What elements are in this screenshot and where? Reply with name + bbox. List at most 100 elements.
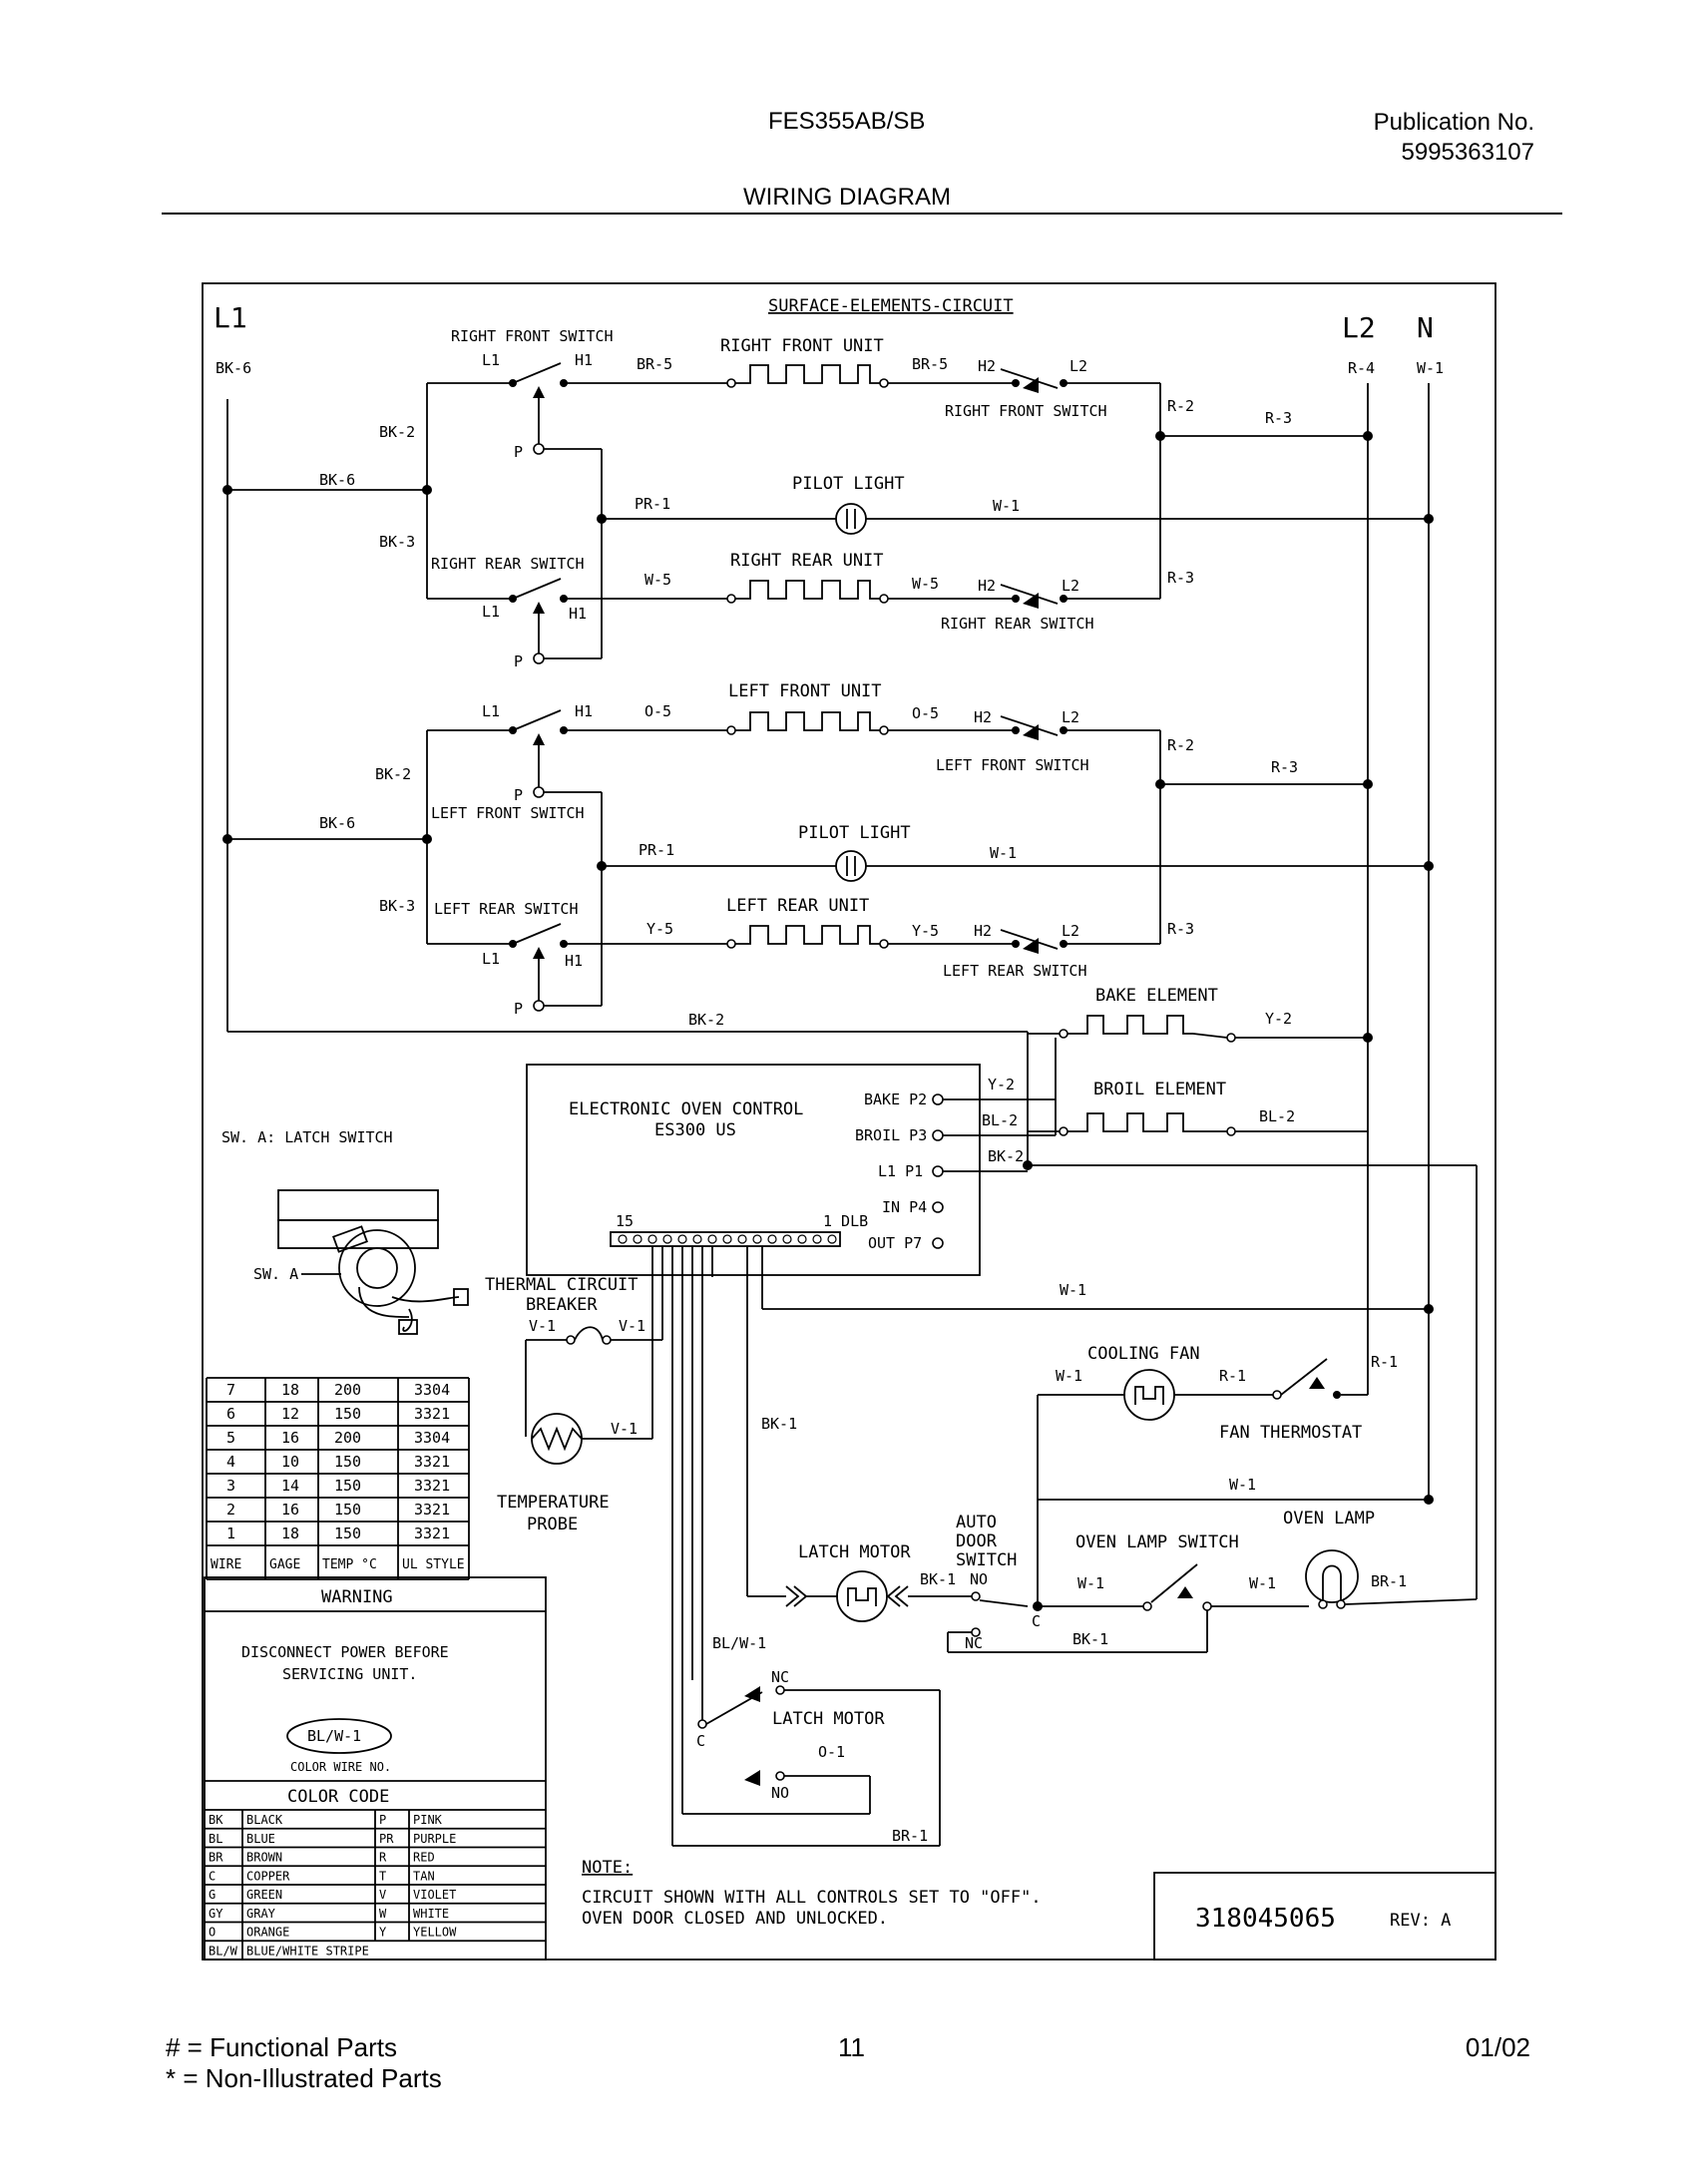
left-rear-unit-element [564, 925, 1016, 949]
eoc-pin-broil: BROIL P3 [855, 1126, 927, 1144]
wire-table-cell: 5 [226, 1429, 235, 1447]
fan-thermostat [1272, 1122, 1369, 1400]
right-front-switch [509, 362, 603, 658]
color-code-cell: BL [209, 1832, 222, 1846]
warning-line-1: DISCONNECT POWER BEFORE [241, 1643, 449, 1661]
part-number: 318045065 [1195, 1904, 1336, 1934]
l1-label: L1 [214, 301, 247, 334]
wire-label: R-2 [1167, 736, 1194, 754]
wire-label: BK-6 [319, 814, 355, 832]
cooling-fan-label: COOLING FAN [1087, 1344, 1200, 1364]
pin-label: L1 [482, 950, 500, 968]
right-surface-group: BK-6 BK-2 BK-3 RIGHT FRONT SWITCH L1 H1 … [222, 327, 1434, 670]
pin-label: NC [965, 1634, 983, 1652]
pin-label: L1 [482, 351, 500, 369]
thermal-breaker-label-2: BREAKER [526, 1295, 598, 1315]
pin-label: H1 [565, 952, 583, 970]
color-wire-bubble: BL/W-1 [307, 1727, 361, 1745]
wire-table-cell: 3321 [414, 1501, 450, 1519]
left-rear-infinite-switch [1000, 929, 1160, 954]
wire-label: W-1 [1077, 1574, 1104, 1592]
wire-label: BL-2 [1259, 1107, 1295, 1125]
diagram-border [202, 282, 1496, 1961]
eoc-connector-15: 15 [616, 1212, 634, 1230]
pin-label: H2 [978, 577, 996, 595]
pin-label: H2 [974, 708, 992, 726]
wire-label: W-5 [644, 571, 671, 589]
color-code-cell: VIOLET [413, 1888, 456, 1902]
wire-label: R-3 [1271, 758, 1298, 776]
wire-label: W-1 [990, 844, 1017, 862]
wire-label: W-1 [1229, 1476, 1256, 1494]
wire-label: W-1 [1249, 1574, 1276, 1592]
color-code-cell: V [379, 1888, 386, 1902]
left-front-switch [509, 709, 603, 1006]
eoc-pin-bake: BAKE P2 [864, 1091, 927, 1108]
wire-table-cell: 3 [226, 1477, 235, 1495]
eoc-pin-l1: L1 P1 [878, 1162, 923, 1180]
color-code-cell: G [209, 1888, 215, 1902]
pin-label: L2 [1062, 577, 1079, 595]
part-number-box: 318045065 REV: A [1153, 1872, 1496, 1961]
latch-motor-label: LATCH MOTOR [798, 1542, 911, 1562]
oven-lamp-label: OVEN LAMP [1283, 1509, 1375, 1528]
wire-label: BR-5 [637, 355, 672, 373]
latch-motor-switch [672, 1685, 941, 1847]
wire-table-cell: 3321 [414, 1525, 450, 1542]
left-front-switch-label: LEFT FRONT SWITCH [431, 804, 585, 822]
wire-label: O-5 [644, 702, 671, 720]
eoc-pin-in: IN P4 [882, 1198, 927, 1216]
wire-table-cell: 3321 [414, 1453, 450, 1471]
color-code-title: COLOR CODE [287, 1787, 389, 1807]
wire-table-cell: 14 [281, 1477, 299, 1495]
left-rear-unit-label: LEFT REAR UNIT [726, 896, 869, 916]
wire-label: W-1 [1417, 359, 1444, 377]
wire-label: BK-1 [920, 1570, 956, 1588]
wire-label: Y-2 [1265, 1010, 1292, 1028]
wire-table-cell: 10 [281, 1453, 299, 1471]
wire-label: R-2 [1167, 397, 1194, 415]
color-code-cell: BLUE [246, 1832, 275, 1846]
temperature-probe [531, 1300, 653, 1465]
pin-label: C [1032, 1612, 1041, 1630]
wire-label: BK-2 [988, 1147, 1024, 1165]
right-front-switch-label-2: RIGHT FRONT SWITCH [945, 402, 1107, 420]
color-code-cell: BLACK [246, 1813, 283, 1827]
color-code-cell: WHITE [413, 1907, 449, 1921]
pin-label: P [514, 443, 523, 461]
wire-table-cell: 2 [226, 1501, 235, 1519]
left-front-unit-element [564, 711, 1016, 735]
eoc-connector-dlb: 1 DLB [823, 1212, 868, 1230]
pin-label: C [696, 1732, 705, 1750]
n-label: N [1417, 311, 1434, 344]
pin-label: P [514, 653, 523, 670]
wire-table-cell: 3321 [414, 1477, 450, 1495]
wire-table-header: TEMP °C [322, 1557, 377, 1572]
note-line-1: CIRCUIT SHOWN WITH ALL CONTROLS SET TO "… [582, 1888, 1042, 1908]
left-front-unit-label: LEFT FRONT UNIT [728, 681, 882, 701]
right-rear-unit-label: RIGHT REAR UNIT [730, 551, 884, 571]
temp-probe-label-2: PROBE [527, 1515, 578, 1534]
wire-table-header: GAGE [269, 1557, 300, 1572]
pin-label: L1 [482, 603, 500, 621]
oven-lamp-switch-label: OVEN LAMP SWITCH [1075, 1532, 1239, 1552]
left-surface-group: BK-6 BK-2 BK-3 L1 H1 P LEFT FRONT SWITCH… [222, 681, 1434, 1018]
l2-label: L2 [1342, 311, 1376, 344]
right-front-unit-element [564, 364, 1016, 388]
wire-table-cell: 4 [226, 1453, 235, 1471]
wire-table-header: UL STYLE [402, 1557, 465, 1572]
pin-label: NO [771, 1784, 789, 1802]
publication-block: Publication No. 5995363107 [1374, 108, 1534, 168]
model-number: FES355AB/SB [768, 108, 926, 135]
pin-label: L1 [482, 702, 500, 720]
temp-probe-label-1: TEMPERATURE [497, 1493, 610, 1513]
wire-label: W-5 [912, 575, 939, 593]
wire-label: Y-5 [646, 920, 673, 938]
page-title: WIRING DIAGRAM [743, 184, 951, 211]
wire-table-cell: 1 [226, 1525, 235, 1542]
color-code-cell: GRAY [246, 1907, 276, 1921]
cooling-fan [1038, 1369, 1273, 1421]
legend-non-illustrated-parts: * = Non-Illustrated Parts [166, 2063, 442, 2093]
